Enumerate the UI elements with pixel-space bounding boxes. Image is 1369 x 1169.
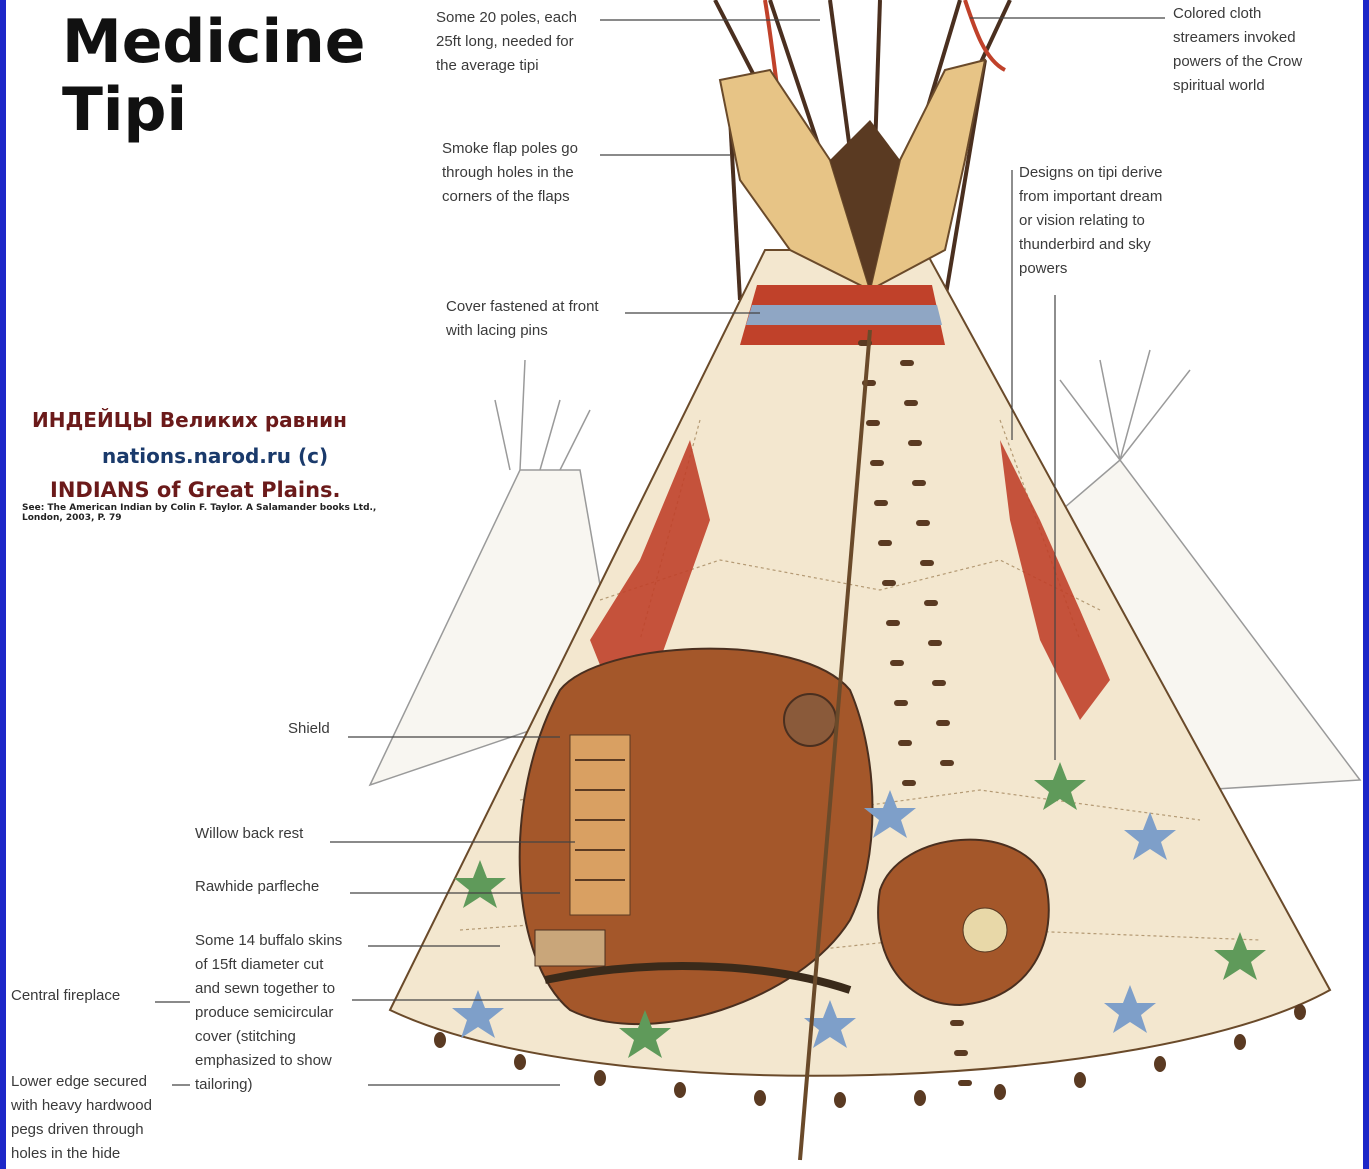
label-central-fireplace: Central fireplace <box>11 984 120 1008</box>
label-designs: Designs on tipi derive from important dr… <box>1019 161 1162 281</box>
site-credit: nations.narod.ru (c) <box>102 444 328 468</box>
label-rawhide-parfleche: Rawhide parfleche <box>195 875 319 899</box>
source-note: See: The American Indian by Colin F. Tay… <box>22 503 402 523</box>
label-lower-edge: Lower edge secured with heavy hardwood p… <box>11 1070 152 1166</box>
label-shield: Shield <box>288 717 330 741</box>
label-willow-back-rest: Willow back rest <box>195 822 303 846</box>
shield-illustration <box>784 694 836 746</box>
page-title: Medicine Tipi <box>62 8 365 144</box>
label-cover-fastened: Cover fastened at front with lacing pins <box>446 295 599 343</box>
label-smoke-flap: Smoke flap poles go through holes in the… <box>442 137 578 209</box>
label-streamers: Colored cloth streamers invoked powers o… <box>1173 2 1302 98</box>
label-poles: Some 20 poles, each 25ft long, needed fo… <box>436 6 577 78</box>
russian-title: ИНДЕЙЦЫ Великих равнин <box>32 408 392 432</box>
label-buffalo-skins: Some 14 buffalo skins of 15ft diameter c… <box>195 929 342 1097</box>
english-title: INDIANS of Great Plains. <box>50 478 341 502</box>
